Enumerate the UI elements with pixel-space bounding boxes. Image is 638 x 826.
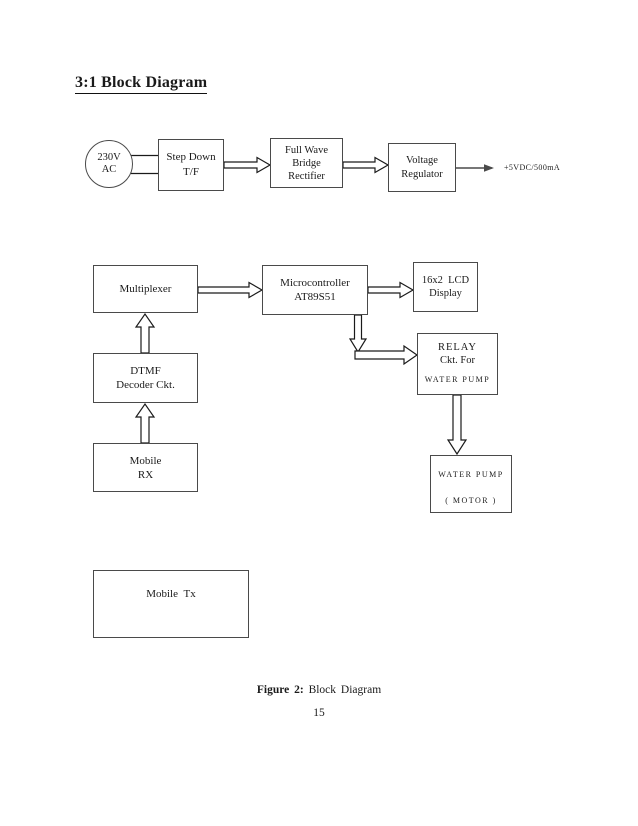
water-pump-box: WATER PUMP ( MOTOR ) (430, 455, 512, 513)
step-down-transformer-box: Step Down T/F (158, 139, 224, 191)
page-title: 3:1 Block Diagram (75, 74, 208, 94)
mobile-rx-box: Mobile RX (93, 443, 198, 492)
ac-source-node: 230V AC (85, 140, 133, 188)
microcontroller-label: Microcontroller (280, 277, 350, 289)
dtmf-decoder-box: DTMF Decoder Ckt. (93, 353, 198, 403)
arrow-mobilerx-to-dtmf (134, 402, 156, 444)
rectifier-label3: Rectifier (288, 170, 325, 182)
lcd-label: 16x2 LCD (421, 274, 470, 286)
rectifier-box: Full Wave Bridge Rectifier (270, 138, 343, 188)
page-number: 15 (313, 707, 325, 719)
mobile-rx-label2: RX (137, 468, 154, 481)
regulator-output-arrowhead (484, 164, 494, 172)
dtmf-label: DTMF (130, 365, 161, 377)
arrow-dtmf-to-multiplexer (134, 312, 156, 354)
arrow-microcontroller-down (348, 314, 368, 354)
rectifier-label2: Bridge (292, 157, 321, 169)
figure-caption: Figure 2: Block Diagram (0, 684, 638, 696)
figure-caption-text: Block Diagram (303, 684, 382, 696)
microcontroller-box: Microcontroller AT89S51 (262, 265, 368, 315)
relay-label: RELAY (437, 342, 478, 353)
figure-caption-label: Figure 2: (256, 684, 304, 696)
multiplexer-label: Multiplexer (119, 283, 172, 295)
multiplexer-box: Multiplexer (93, 265, 198, 313)
relay-box: RELAY Ckt. For WATER PUMP (417, 333, 498, 395)
output-voltage-label: +5VDC/500mA (504, 163, 561, 172)
dtmf-label2: Decoder Ckt. (116, 379, 175, 391)
regulator-label2: Regulator (401, 168, 443, 180)
voltage-regulator-box: Voltage Regulator (388, 143, 456, 192)
arrow-to-relay (354, 344, 419, 366)
ac-source-label2: AC (101, 164, 117, 175)
regulator-label: Voltage (406, 154, 438, 166)
mobile-tx-label: Mobile Tx (146, 588, 196, 600)
lcd-display-box: 16x2 LCD Display (413, 262, 478, 312)
relay-label3: WATER PUMP (424, 375, 491, 384)
relay-label2: Ckt. For (439, 355, 475, 366)
mobile-tx-box: Mobile Tx (93, 570, 249, 638)
lcd-label2: Display (429, 288, 462, 299)
rectifier-label: Full Wave (285, 144, 328, 156)
arrow-rectifier-to-regulator (342, 156, 390, 174)
arrow-multiplexer-to-microcontroller (197, 281, 264, 299)
mobile-rx-label: Mobile (129, 454, 162, 467)
ac-source-label: 230V (97, 151, 121, 163)
water-pump-label: WATER PUMP (438, 470, 504, 479)
arrow-relay-to-waterpump (446, 394, 468, 456)
microcontroller-label2: AT89S51 (294, 291, 336, 303)
step-down-label: Step Down (166, 151, 216, 163)
step-down-label2: T/F (183, 166, 199, 178)
arrow-microcontroller-to-lcd (367, 281, 415, 299)
water-pump-label2: ( MOTOR ) (445, 496, 497, 505)
arrow-stepdown-to-rectifier (223, 156, 272, 174)
